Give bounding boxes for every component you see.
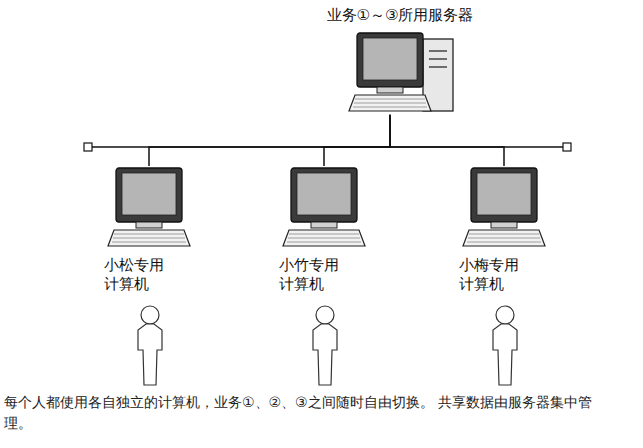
person-figure — [138, 306, 162, 385]
computer-label: 小松专用 计算机 — [104, 256, 169, 294]
computer-icon — [108, 168, 190, 246]
computer-icon — [283, 168, 365, 246]
network-link — [149, 115, 390, 166]
key-row — [468, 238, 540, 239]
computer-label: 小梅专用 计算机 — [459, 256, 524, 294]
key-row — [288, 238, 360, 239]
computer-icon — [349, 33, 453, 111]
client-node: 小竹专用 计算机 — [279, 166, 369, 294]
drive-slot — [429, 50, 447, 52]
server-node: 业务①～③所用服务器 — [327, 6, 474, 115]
keyboard — [108, 230, 190, 246]
bus-terminator — [563, 143, 571, 151]
keyboard — [463, 230, 545, 246]
computer-drawing — [104, 166, 194, 250]
monitor-screen — [297, 173, 351, 215]
network-link — [390, 115, 504, 166]
server-label: 业务①～③所用服务器 — [327, 6, 474, 25]
monitor-stand — [491, 222, 517, 228]
key-row — [469, 234, 539, 235]
monitor-screen — [477, 173, 531, 215]
caption: 每个人都使用各自独立的计算机，业务①、②、③之间随时自由切换。 共享数据由服务器… — [4, 392, 604, 434]
monitor-screen — [363, 38, 417, 80]
key-row — [112, 242, 186, 243]
key-row — [287, 242, 361, 243]
monitor-frame — [291, 168, 357, 222]
key-row — [114, 234, 184, 235]
person-figure — [313, 306, 337, 385]
monitor-frame — [116, 168, 182, 222]
monitor-stand — [136, 222, 162, 228]
drive-slot — [429, 66, 447, 68]
monitor-stand — [311, 222, 337, 228]
key-row — [289, 234, 359, 235]
person-figure — [493, 306, 517, 385]
keyboard — [349, 95, 431, 111]
key-row — [353, 106, 427, 107]
monitor-screen — [122, 173, 176, 215]
monitor-frame — [357, 33, 423, 87]
client-node: 小梅专用 计算机 — [459, 166, 549, 294]
computer-icon — [463, 168, 545, 246]
key-row — [355, 98, 425, 99]
computer-drawing — [279, 166, 369, 250]
person-figures — [138, 306, 517, 385]
computer-label: 小竹专用 计算机 — [279, 256, 344, 294]
monitor-stand — [377, 87, 403, 93]
computer-drawing — [459, 166, 549, 250]
network-link — [324, 115, 390, 166]
key-row — [354, 102, 426, 103]
computer-drawing — [335, 31, 465, 115]
keyboard — [283, 230, 365, 246]
monitor-frame — [471, 168, 537, 222]
key-row — [467, 242, 541, 243]
key-row — [113, 238, 185, 239]
bus-terminator — [84, 143, 92, 151]
drive-slot — [429, 58, 447, 60]
client-node: 小松专用 计算机 — [104, 166, 194, 294]
